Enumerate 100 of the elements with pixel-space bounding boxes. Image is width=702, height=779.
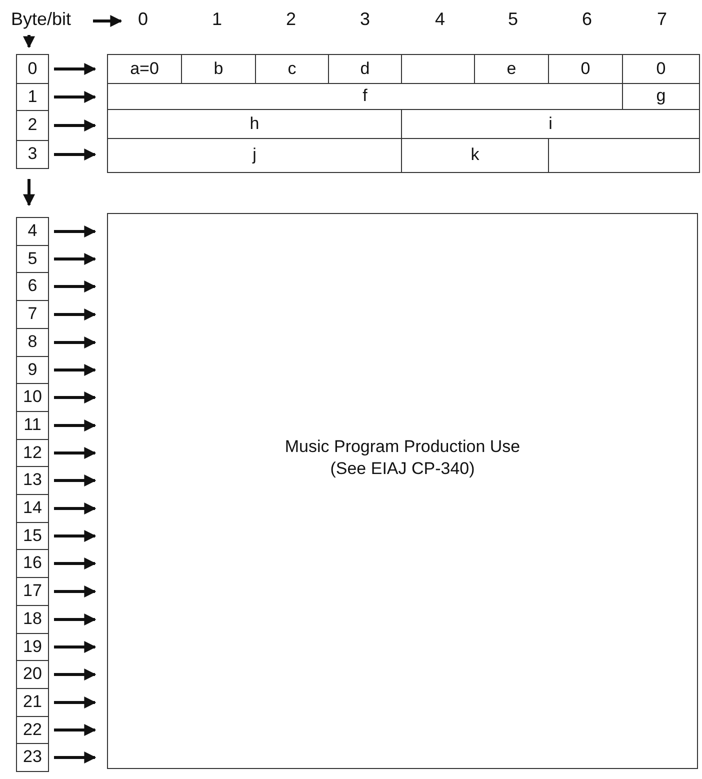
field-name: c	[288, 58, 296, 80]
bit-number: 3	[360, 9, 370, 30]
byte-number-box	[16, 439, 49, 467]
field-name: e	[506, 58, 516, 80]
byte-number: 0	[28, 58, 38, 80]
byte-number-box	[16, 83, 49, 111]
byte-number: 3	[28, 144, 38, 165]
byte-number-box	[16, 54, 49, 84]
bit-number: 5	[508, 9, 518, 30]
area-description: Music Program Production Use (See EIAJ CP-340)	[284, 436, 522, 480]
byte-number-box	[16, 356, 49, 384]
field-name: f	[362, 86, 368, 107]
bit-number: 0	[138, 9, 148, 30]
arrow	[54, 558, 96, 570]
byte-number: 21	[23, 692, 42, 713]
field-name: h	[250, 114, 260, 134]
arrow	[54, 280, 96, 292]
field-name: 0	[656, 58, 666, 80]
arrow	[54, 336, 96, 348]
byte-number-box	[16, 110, 49, 141]
arrow	[54, 253, 96, 265]
byte-number: 1	[28, 86, 38, 108]
axis-caption: Byte/bit	[11, 9, 72, 30]
empty-field-cell	[548, 138, 700, 173]
field-name: 0	[580, 58, 590, 80]
arrow	[54, 586, 96, 598]
arrow	[54, 614, 96, 626]
byte-number: 22	[23, 720, 42, 740]
field-cell	[622, 54, 700, 84]
byte-number: 16	[23, 553, 42, 574]
arrow	[54, 120, 96, 132]
field-name: d	[360, 58, 370, 80]
byte-number-box	[16, 549, 49, 578]
byte-number: 14	[23, 498, 42, 519]
byte-number-box	[16, 411, 49, 440]
byte-number: 11	[24, 415, 42, 436]
byte-number-box	[16, 328, 49, 357]
data-area-box	[107, 213, 698, 769]
byte-number-box	[16, 522, 49, 550]
byte-number: 18	[23, 609, 42, 630]
arrow	[54, 502, 96, 514]
byte-number-box	[16, 633, 49, 661]
byte-number-box	[16, 383, 49, 412]
bit-number: 1	[212, 9, 222, 30]
bit-number: 6	[582, 9, 592, 30]
byte-number: 2	[28, 115, 38, 136]
byte-number-box	[16, 466, 49, 495]
field-name: a=0	[130, 58, 159, 80]
field-cell	[107, 54, 182, 84]
byte-number: 4	[28, 221, 38, 242]
bit-number: 4	[435, 9, 446, 30]
byte-number-box	[16, 743, 49, 772]
byte-number: 12	[23, 442, 42, 464]
byte-number: 20	[23, 664, 42, 685]
field-name: b	[214, 58, 224, 80]
byte-number: 6	[28, 276, 38, 297]
bit-number: 7	[657, 9, 668, 30]
bit-number: 2	[286, 9, 296, 30]
field-name: k	[470, 145, 480, 166]
arrow	[54, 364, 96, 376]
arrow	[54, 724, 96, 736]
byte-number-box	[16, 300, 49, 329]
arrow	[54, 91, 96, 103]
byte-number: 15	[23, 526, 42, 546]
field-name: g	[656, 86, 666, 107]
byte-number-box	[16, 217, 49, 246]
byte-number: 9	[28, 360, 38, 380]
byte-number: 13	[23, 470, 42, 491]
byte-number-box	[16, 494, 49, 523]
arrow	[54, 474, 96, 486]
arrow	[54, 668, 96, 680]
byte-number-box	[16, 716, 49, 744]
arrow	[54, 420, 96, 432]
field-cell	[107, 138, 402, 173]
byte-number: 7	[28, 304, 38, 325]
arrow	[54, 392, 96, 404]
arrow	[54, 148, 96, 160]
arrow	[54, 308, 96, 320]
byte-number-box	[16, 245, 49, 273]
byte-number: 19	[23, 636, 42, 658]
byte-number-box	[16, 140, 49, 169]
arrow	[54, 530, 96, 542]
byte-number: 23	[23, 747, 42, 768]
arrow	[54, 447, 96, 459]
field-name: i	[548, 114, 552, 134]
byte-number-box	[16, 272, 49, 301]
arrow	[54, 696, 96, 708]
byte-number-box	[16, 660, 49, 689]
field-name: j	[252, 145, 256, 166]
byte-number: 8	[28, 332, 38, 353]
arrow	[54, 63, 96, 75]
byte-number: 17	[23, 581, 42, 602]
arrow	[54, 752, 96, 764]
arrow	[54, 226, 96, 238]
byte-number-box	[16, 577, 49, 606]
byte-number-box	[16, 688, 49, 717]
byte-number: 5	[28, 248, 38, 270]
byte-number-box	[16, 605, 49, 634]
arrow	[54, 641, 96, 653]
byte-number: 10	[23, 387, 42, 408]
